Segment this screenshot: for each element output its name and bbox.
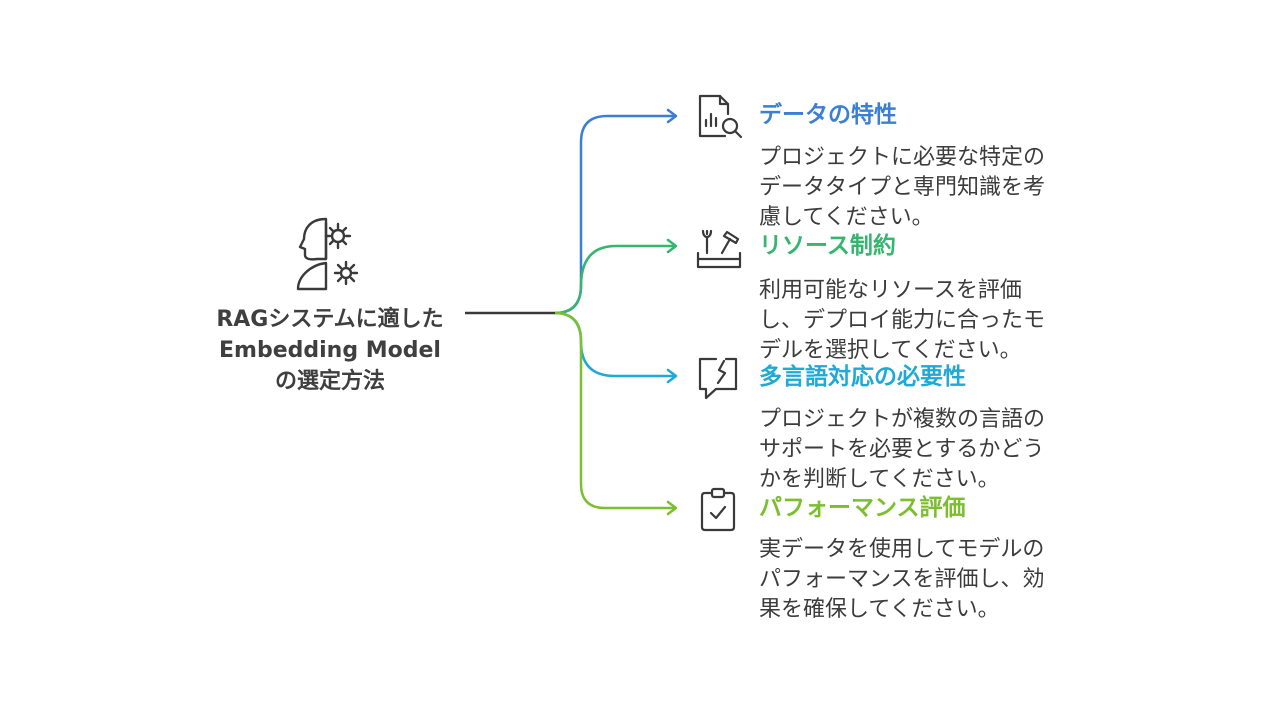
branch-title: パフォーマンス評価 — [759, 495, 966, 521]
arrowhead-branch-1 — [666, 108, 678, 124]
branch-description: プロジェクトに必要な特定の データタイプと専門知識を考 慮してください。 — [759, 145, 1046, 230]
connector-branch-1 — [554, 114, 675, 315]
branch-title: 多言語対応の必要性 — [759, 364, 966, 390]
toolbox-wrench-hammer-icon — [696, 229, 742, 269]
document-search-chart-icon — [698, 94, 743, 139]
connector-branch-3 — [554, 311, 675, 378]
branch-title: データの特性 — [759, 102, 897, 128]
head-gears-icon — [296, 217, 359, 291]
central-title: RAGシステムに適した Embedding Model の選定方法 — [216, 307, 444, 394]
connector-branch-4 — [554, 311, 675, 510]
branch-description: プロジェクトが複数の言語の サポートを必要とするかどう かを判断してください。 — [759, 407, 1046, 492]
branch-description: 実データを使用してモデルの パフォーマンスを評価し、効 果を確保してください。 — [759, 537, 1045, 622]
clipboard-check-icon — [700, 487, 736, 532]
arrowhead-branch-4 — [666, 500, 678, 516]
broken-speech-bubble-icon — [698, 357, 738, 400]
branch-description: 利用可能なリソースを評価 し、デプロイ能力に合ったモ デルを選択してください。 — [759, 278, 1046, 363]
branch-title: リソース制約 — [759, 233, 896, 259]
arrowhead-branch-2 — [666, 238, 678, 254]
arrowhead-branch-3 — [666, 368, 678, 384]
connector-branch-2 — [554, 244, 675, 315]
